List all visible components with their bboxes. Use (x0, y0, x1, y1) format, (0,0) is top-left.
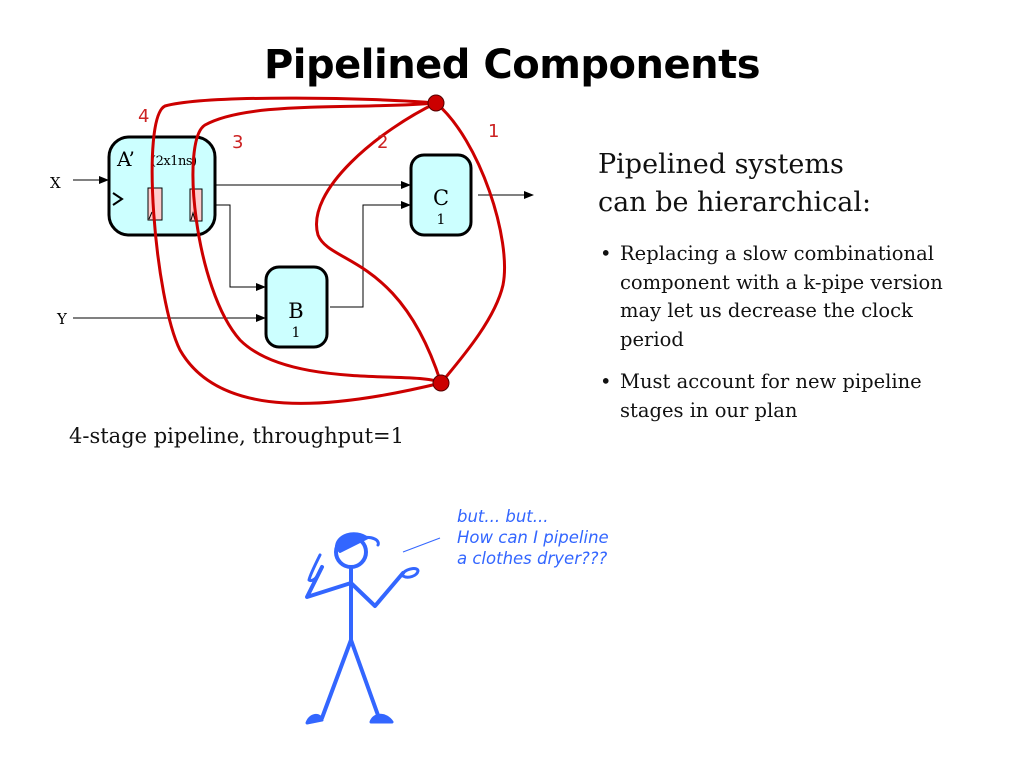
side-heading-line-2: can be hierarchical: (598, 187, 872, 218)
block-a-label: A’ (116, 147, 135, 171)
block-b-label: B (288, 299, 303, 323)
diagram-caption: 4-stage pipeline, throughput=1 (69, 424, 405, 448)
speech-line-3: a clothes dryer??? (457, 549, 608, 568)
clock-input-icon (112, 192, 124, 206)
contour-label-2: 2 (377, 132, 388, 153)
contour-label-3: 3 (232, 132, 243, 153)
bullet-item: Replacing a slow combinational component… (598, 240, 978, 354)
side-heading-line-1: Pipelined systems (598, 149, 844, 180)
block-c-label: C (433, 186, 449, 210)
contour-label-1: 1 (488, 121, 499, 142)
contour-4 (150, 96, 442, 405)
speech-pointer (402, 537, 441, 553)
block-b: B 1 (264, 265, 329, 349)
input-label-y: Y (56, 310, 68, 328)
wire-a-to-b (215, 204, 266, 291)
pipeline-contours (150, 96, 506, 405)
contour-2 (315, 101, 443, 384)
slide-title: Pipelined Components (263, 42, 761, 88)
block-b-delay: 1 (292, 325, 301, 341)
stick-figure-icon (305, 532, 420, 725)
bullet-item: Must account for new pipeline stages in … (598, 368, 978, 425)
block-a-annotation: (2x1ns) (151, 154, 197, 169)
block-c-delay: 1 (437, 212, 446, 228)
speech-line-1: but... but... (457, 507, 549, 526)
contour-3 (191, 101, 442, 385)
wire-b-to-c (330, 201, 411, 308)
input-label-x: X (50, 174, 61, 192)
contour-label-4: 4 (138, 106, 149, 127)
side-heading: Pipelined systems can be hierarchical: (598, 146, 978, 222)
contour-node-bottom (432, 374, 450, 392)
contour-1 (435, 101, 506, 384)
speech-bubble-text: but... but... How can I pipeline a cloth… (457, 506, 609, 569)
block-c: C 1 (409, 153, 473, 237)
bullet-list: Replacing a slow combinational component… (598, 240, 978, 439)
block-a-prime: A’ (2x1ns) (107, 135, 217, 237)
speech-line-2: How can I pipeline (457, 528, 609, 547)
contour-node-top (427, 94, 445, 112)
